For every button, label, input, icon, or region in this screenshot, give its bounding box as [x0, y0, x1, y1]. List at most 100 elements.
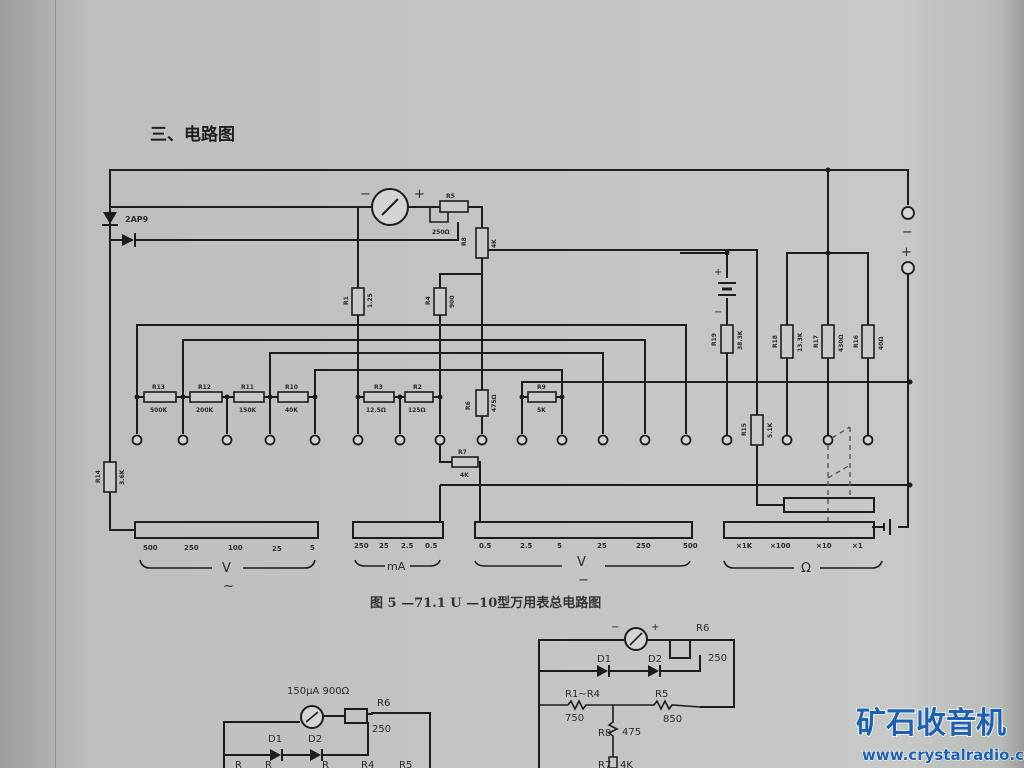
svg-text:×1K: ×1K: [736, 542, 753, 550]
switch-bar-ohm[interactable]: [723, 521, 875, 539]
r16-label: R16: [853, 335, 860, 348]
svg-text:R8: R8: [598, 728, 611, 739]
switch-bar-ma[interactable]: [352, 521, 444, 539]
resistor-r18: [780, 324, 794, 359]
r3-label: R3: [374, 384, 383, 391]
vac-sub: ~: [223, 579, 234, 594]
sub-meter-minus: −: [611, 622, 619, 633]
resistor-r17: [821, 324, 835, 359]
switch-bar-vac[interactable]: [134, 521, 319, 539]
watermark-logo: 矿石收音机: [856, 706, 1006, 741]
section-heading: 三、电路图: [150, 124, 235, 145]
figure-caption: 图 5 —71.1 U —10型万用表总电路图: [370, 595, 601, 611]
r4-value: 900: [449, 295, 456, 308]
svg-text:0.5: 0.5: [425, 542, 438, 550]
resistor-r15: [750, 414, 764, 446]
diode-label: 2AP9: [125, 215, 149, 224]
r13-label: R13: [152, 384, 165, 391]
r10-value: 40K: [285, 407, 298, 414]
r12-label: R12: [198, 384, 211, 391]
switch-bar-vdc[interactable]: [474, 521, 693, 539]
r5-label: R5: [446, 193, 455, 200]
svg-text:250: 250: [184, 544, 199, 552]
meter-minus: −: [360, 187, 371, 202]
svg-text:×100: ×100: [770, 542, 791, 550]
minus-terminal[interactable]: [901, 206, 915, 220]
ma-label: mA: [387, 560, 406, 573]
vdc-sub: −: [578, 573, 589, 588]
svg-text:R7: R7: [598, 760, 611, 768]
resistor-r16: [861, 324, 875, 359]
svg-text:R1~R4: R1~R4: [565, 689, 600, 700]
battery-minus: −: [714, 307, 722, 318]
plus-terminal[interactable]: [901, 261, 915, 275]
r9-value: 5K: [537, 407, 546, 414]
svg-text:250: 250: [636, 542, 651, 550]
r1-value: 1.25: [367, 293, 374, 308]
resistor-r6: [475, 389, 489, 417]
r11-value: 150K: [239, 407, 257, 414]
svg-text:500: 500: [143, 544, 158, 552]
resistor-r7: [451, 456, 479, 468]
r8-label: R8: [461, 237, 468, 246]
r3-value: 12.5Ω: [366, 407, 386, 414]
r7-value: 4K: [460, 472, 469, 479]
resistor-r19: [720, 324, 734, 354]
r17-value: 430Ω: [838, 334, 845, 352]
resistor-r1: [351, 287, 365, 316]
svg-text:D1: D1: [597, 654, 611, 665]
sub-circuit-right: − + R6 250 D1 D2 R1~R4 750 R5 850 R8 475…: [538, 622, 735, 768]
resistor-r11: [233, 391, 265, 403]
ohm-range-labels: ×1K ×100 ×10 ×1: [736, 542, 863, 550]
range-switch-contacts[interactable]: [131, 434, 874, 446]
svg-text:4K: 4K: [620, 760, 633, 768]
battery-icon: [718, 282, 736, 296]
r14-label: R14: [95, 470, 102, 483]
svg-text:25: 25: [272, 545, 282, 553]
svg-text:D2: D2: [308, 734, 322, 745]
svg-text:R5: R5: [655, 689, 668, 700]
resistor-r5: [439, 200, 469, 213]
r2-value: 125Ω: [408, 407, 426, 414]
r6-value: 475Ω: [491, 394, 498, 412]
plus-terminal-label: +: [901, 245, 912, 260]
resistor-r2: [404, 391, 434, 403]
battery-plus: +: [714, 267, 722, 278]
svg-text:2.5: 2.5: [520, 542, 533, 550]
svg-text:250: 250: [708, 653, 727, 664]
resistor-r12: [189, 391, 223, 403]
svg-text:×1: ×1: [852, 542, 863, 550]
main-circuit: − + − + R5 250Ω R8 4K R6 475Ω 2AP9 R1 1.…: [95, 167, 915, 535]
range-selector[interactable]: [134, 497, 875, 539]
resistor-r8: [475, 227, 489, 259]
svg-text:25: 25: [597, 542, 607, 550]
sub-circuit-left: 150μA 900Ω R6 250 D1 D2 R R R R4 R5: [223, 686, 431, 768]
diode-icon: [103, 212, 117, 224]
resistor-r4: [433, 287, 447, 316]
vdc-label: V: [577, 555, 586, 570]
resistor-r3: [363, 391, 395, 403]
resistor-r10: [277, 391, 309, 403]
r6-label: R6: [465, 401, 472, 410]
r16-value: 40Ω: [878, 337, 885, 350]
r15-label: R15: [741, 423, 748, 436]
vac-range-labels: 500 250 100 25 5: [143, 544, 315, 553]
vac-label: V: [222, 561, 231, 576]
svg-text:250: 250: [354, 542, 369, 550]
watermark-url: www.crystalradio.cn: [862, 746, 1024, 764]
svg-text:R: R: [235, 760, 242, 768]
svg-text:R: R: [322, 760, 329, 768]
svg-text:850: 850: [663, 714, 682, 725]
r11-label: R11: [241, 384, 254, 391]
range-braces: [139, 559, 883, 569]
svg-text:5: 5: [557, 542, 562, 550]
switch-bar-ohm-upper[interactable]: [783, 497, 875, 513]
r17-label: R17: [813, 335, 820, 348]
svg-text:0.5: 0.5: [479, 542, 492, 550]
svg-text:R: R: [265, 760, 272, 768]
ohm-label: Ω: [801, 561, 811, 576]
svg-text:R6: R6: [696, 623, 709, 634]
sub-meter-plus: +: [651, 622, 659, 633]
